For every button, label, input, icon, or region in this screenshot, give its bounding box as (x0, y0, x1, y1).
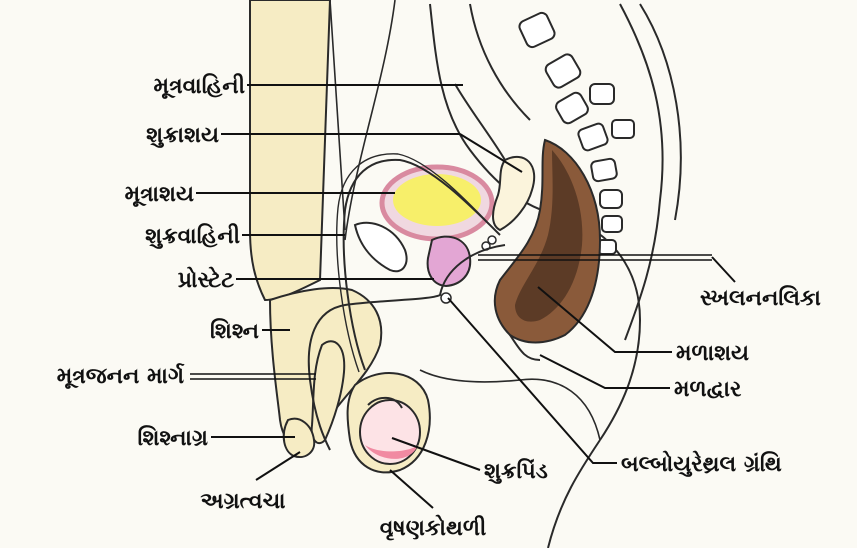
label-rectum: મળાશય (676, 341, 749, 366)
testis (360, 398, 420, 464)
label-ejaculatory-duct: સ્ખલનનલિકા (700, 285, 821, 311)
label-urinary-bladder: મૂત્રાશય (125, 182, 194, 207)
leader-foreskin (256, 452, 300, 480)
label-prostate: પ્રોસ્ટેટ (177, 266, 234, 293)
label-foreskin: અગ્રત્વચા (200, 489, 285, 514)
prostate-gland (428, 236, 496, 303)
label-testis: શુક્રપિંડ (484, 458, 548, 484)
label-penis: શિશ્ન (210, 318, 259, 344)
label-seminal-vesicle: શુક્રાશય (146, 123, 219, 148)
leader-scrotum (390, 470, 433, 508)
label-scrotum: વૃષણકોથળી (380, 514, 487, 541)
leader-ejaculatory-duct-c (712, 257, 735, 282)
label-vas-deferens: શુક્રવાહિની (145, 223, 240, 249)
label-bulbourethral-gland: બલ્બોયુરેથ્રલ ગ્રંથિ (621, 450, 782, 478)
labels: મૂત્રવાહિની શુક્રાશય મૂત્રાશય શુક્રવાહિન… (57, 73, 821, 541)
label-urethra: મૂત્રજનન માર્ગ (57, 363, 185, 389)
label-glans-penis: શિશ્નાગ્ર (138, 425, 209, 451)
label-ureter: મૂત્રવાહિની (154, 73, 245, 99)
leader-anus (540, 355, 670, 388)
label-anus: મળદ્વાર (674, 377, 742, 402)
